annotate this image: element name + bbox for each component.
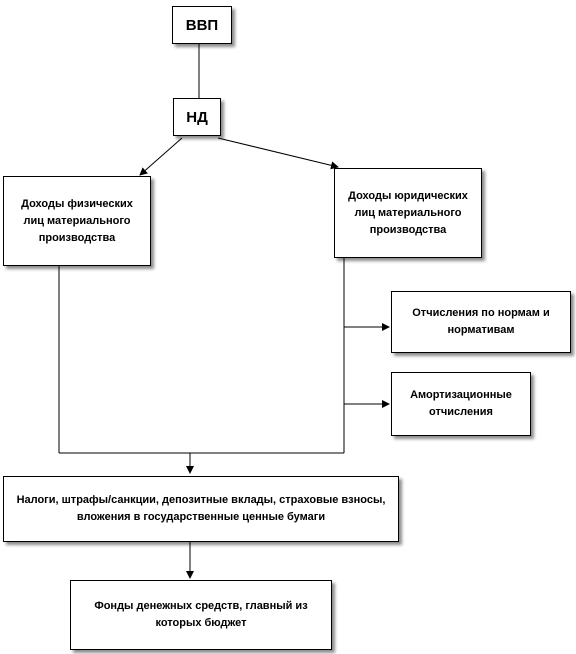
- node-amortization: Амортизационные отчисления: [391, 372, 531, 436]
- node-vvp-label: ВВП: [185, 16, 219, 34]
- node-amortization-label: Амортизационные отчисления: [410, 389, 512, 418]
- node-taxes-label: Налоги, штрафы/санкции, депозитные вклад…: [16, 494, 386, 523]
- node-individuals-income-label: Доходы физических лиц материального прои…: [21, 197, 133, 244]
- node-funds: Фонды денежных средств, главный из котор…: [70, 580, 332, 650]
- node-nd: НД: [173, 98, 221, 136]
- node-funds-label: Фонды денежных средств, главный из котор…: [94, 600, 308, 629]
- node-legal-income: Доходы юридических лиц материального про…: [334, 168, 482, 258]
- node-deductions-label: Отчисления по нормам и нормативам: [412, 307, 550, 336]
- node-nd-label: НД: [186, 108, 208, 126]
- node-legal-income-label: Доходы юридических лиц материального про…: [348, 189, 468, 236]
- node-vvp: ВВП: [172, 6, 232, 44]
- node-taxes: Налоги, штрафы/санкции, депозитные вклад…: [3, 476, 399, 542]
- node-individuals-income: Доходы физических лиц материального прои…: [3, 176, 151, 266]
- node-deductions: Отчисления по нормам и нормативам: [391, 291, 571, 353]
- edge-nd-individuals: [139, 137, 183, 176]
- edge-nd-legal: [217, 137, 339, 170]
